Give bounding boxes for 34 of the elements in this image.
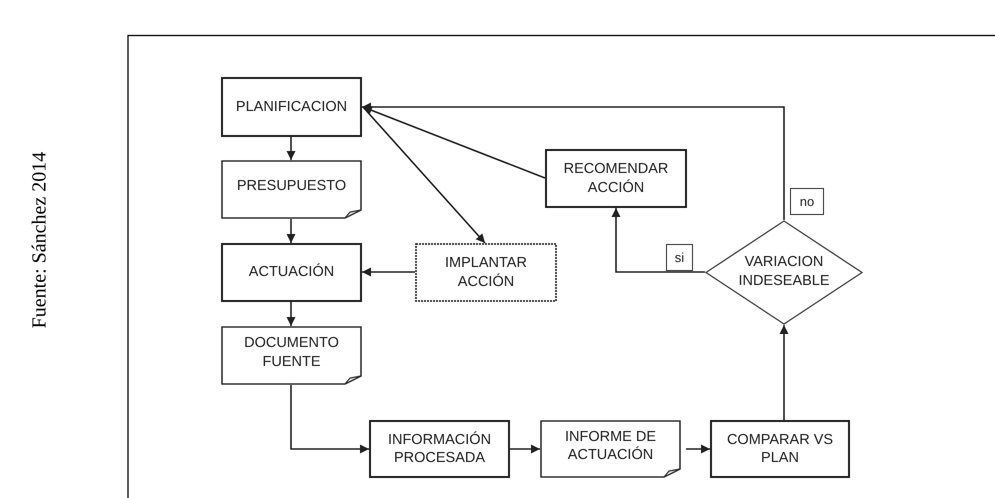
arrow [780, 325, 788, 420]
node-label: INFORME DE ACTUACIÓN [564, 428, 658, 464]
edge-label: si [666, 244, 693, 271]
document-box [540, 420, 681, 478]
process-box [710, 420, 850, 478]
document-box [221, 326, 362, 385]
process-box [369, 420, 510, 478]
node-label: IMPLANTAR ACCIÓN [444, 254, 528, 291]
node-label: VARIACION INDESEABLE [737, 253, 831, 290]
decision-diamond [705, 220, 863, 325]
node-label: RECOMENDAR ACCIÓN [562, 160, 670, 197]
arrow [612, 208, 705, 273]
document-box [221, 160, 362, 219]
node-label: ACTUACIÓN [248, 263, 334, 282]
arrow [286, 219, 296, 243]
process-box [221, 77, 362, 137]
source-note: Fuente: Sánchez 2014 [28, 152, 52, 328]
process-box [221, 243, 362, 302]
arrow [510, 444, 540, 454]
node-label: COMPARAR VS PLAN [726, 430, 834, 468]
process-box [545, 149, 687, 208]
arrow [286, 302, 296, 326]
node-label: PLANIFICACION [236, 98, 348, 116]
arrow [686, 444, 710, 454]
arrow [290, 385, 369, 454]
arrow [362, 268, 415, 276]
node-label: DOCUMENTO FUENTE [243, 334, 340, 371]
node-label: INFORMACIÓN PROCESADA [386, 430, 492, 468]
dotted-process-box [415, 243, 557, 302]
arrow [362, 102, 785, 220]
arrow [362, 106, 486, 244]
edge-label: no [790, 188, 824, 215]
arrow [286, 137, 296, 160]
node-label: PRESUPUESTO [236, 177, 346, 196]
